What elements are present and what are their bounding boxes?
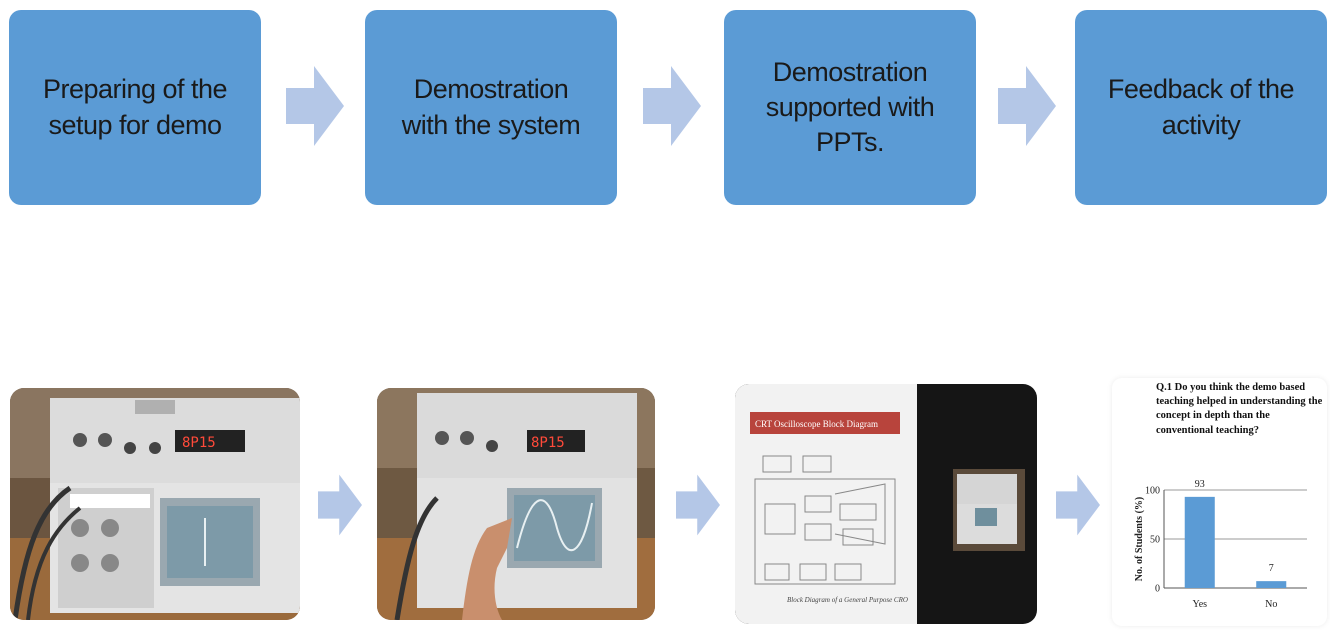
right-arrow-icon	[318, 474, 362, 536]
data-label: 7	[1269, 563, 1274, 574]
right-arrow-icon	[676, 474, 720, 536]
x-tick-label: Yes	[1192, 599, 1207, 610]
step-label: Feedback of the activity	[1107, 74, 1295, 140]
y-tick-label: 0	[1155, 584, 1160, 595]
slide-caption: Block Diagram of a General Purpose CRO	[787, 596, 908, 604]
data-label: 93	[1195, 479, 1205, 490]
step-label: Demostration with the system	[401, 74, 581, 140]
step-label: Demostration supported with PPTs.	[765, 56, 935, 158]
oscilloscope-demo-photo: 8P15	[377, 388, 655, 620]
x-tick-label: No	[1265, 599, 1277, 610]
bar-yes	[1184, 496, 1215, 588]
feedback-chart: Q.1 Do you think the demo based teaching…	[1112, 378, 1327, 626]
oscilloscope-setup-photo: 8P15	[10, 388, 300, 620]
oscilloscope-readout: 8P15	[531, 435, 565, 451]
chart-title: Q.1 Do you think the demo based teaching…	[1156, 382, 1323, 436]
oscilloscope-readout: 8P15	[182, 435, 216, 451]
step-label: Preparing of the setup for demo	[42, 74, 228, 140]
right-arrow-icon	[643, 66, 701, 146]
ppt-slide-photo: CRT Oscilloscope Block Diagram Block Dia…	[735, 384, 1037, 624]
bar-no	[1256, 581, 1287, 588]
step-box-prepare-setup: Preparing of the setup for demo	[9, 10, 261, 205]
right-arrow-icon	[998, 66, 1056, 146]
right-arrow-icon	[286, 66, 344, 146]
step-box-feedback: Feedback of the activity	[1075, 10, 1327, 205]
y-tick-label: 50	[1150, 535, 1160, 546]
y-axis-label: No. of Students (%)	[1134, 497, 1145, 581]
y-tick-label: 100	[1145, 486, 1160, 497]
slide-title: CRT Oscilloscope Block Diagram	[755, 419, 878, 429]
step-box-demonstration-ppts: Demostration supported with PPTs.	[724, 10, 976, 205]
right-arrow-icon	[1056, 474, 1100, 536]
step-box-demonstration-system: Demostration with the system	[365, 10, 617, 205]
